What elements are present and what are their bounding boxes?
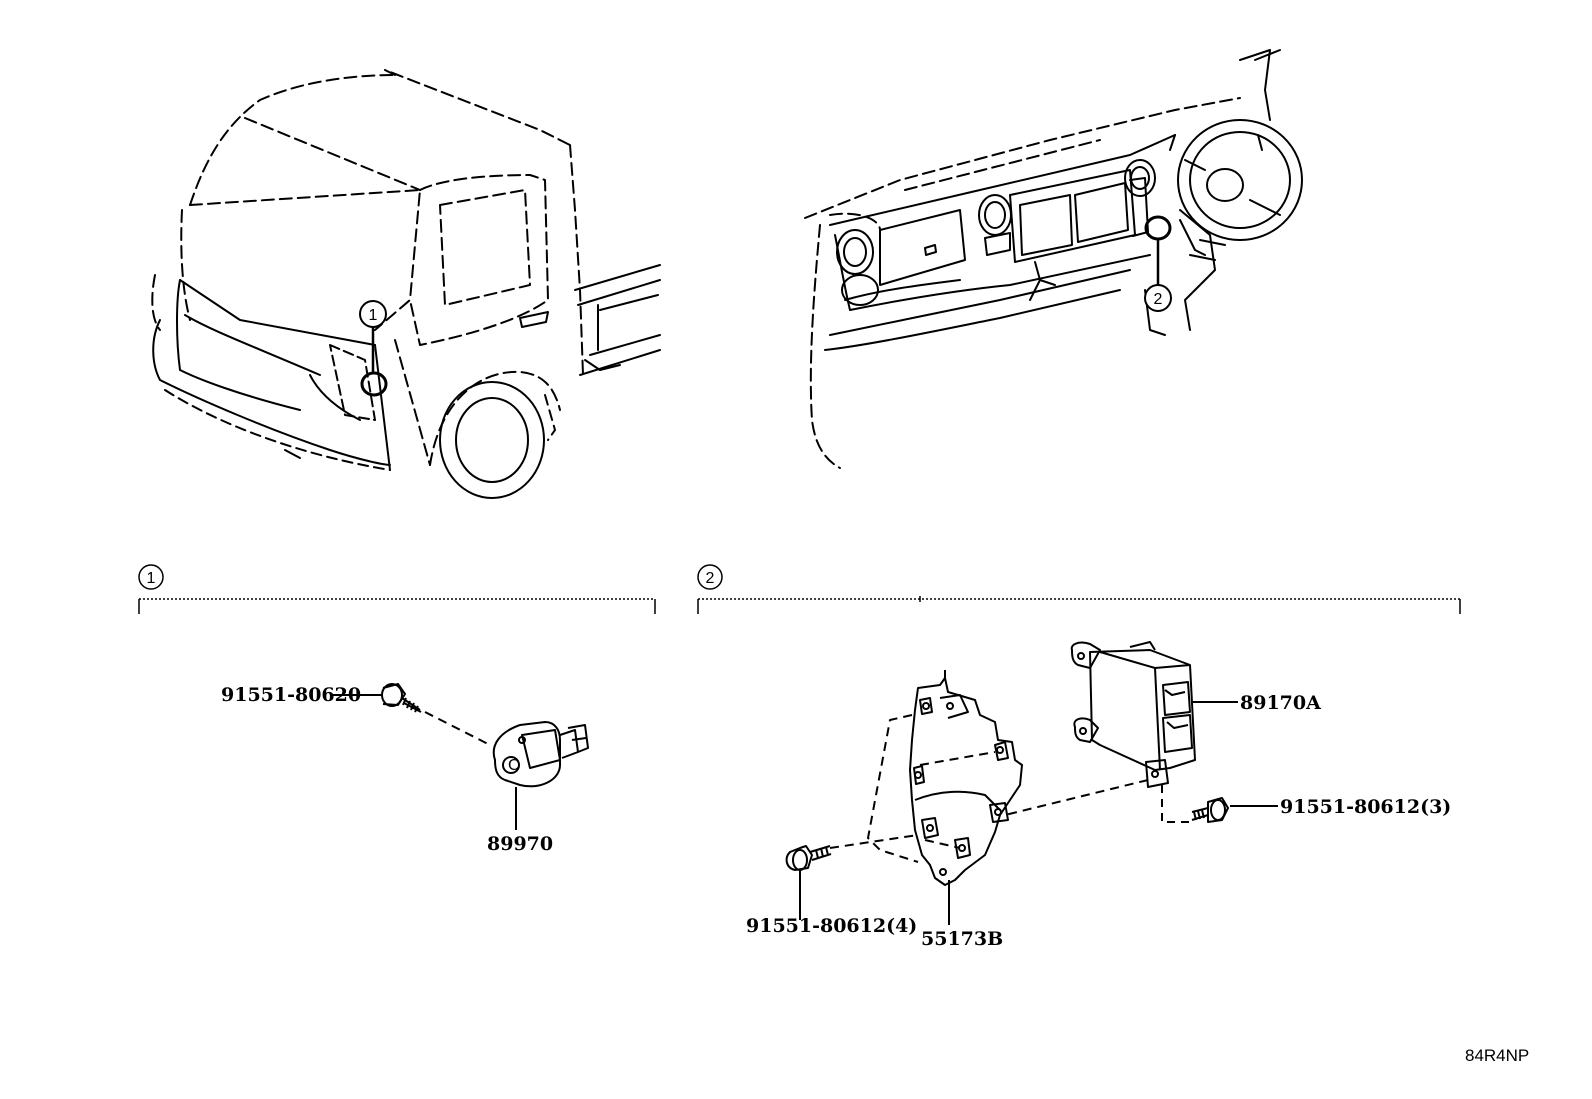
diagram-code: 84R4NP — [1465, 1046, 1529, 1065]
part-label-bolt-front: 91551-80620 — [221, 684, 361, 706]
sensor-mark-c: C — [508, 757, 520, 774]
ecu-bracket-drawing — [829, 670, 1023, 925]
part-label-bracket: 55173B — [921, 928, 1003, 950]
callout-2-circle — [1144, 284, 1172, 312]
callout-2-label: 2 — [1154, 291, 1163, 308]
section-2-circle — [697, 564, 723, 590]
part-label-bolt-bracket: 91551-80612(4) — [746, 915, 917, 937]
part-label-sensor: 89970 — [487, 833, 553, 855]
section-2-number: 2 — [706, 570, 715, 587]
airbag-ecu-drawing — [1004, 641, 1238, 823]
callout-1-circle — [359, 300, 387, 328]
part-label-ecu: 89170A — [1240, 692, 1321, 714]
front-airbag-sensor-drawing — [492, 721, 589, 830]
section-1-circle — [138, 564, 164, 590]
dashboard-illustration — [804, 49, 1303, 469]
section-1-number: 1 — [147, 570, 156, 587]
bolt-front-drawing — [333, 683, 491, 746]
bolt-bracket-drawing — [785, 845, 832, 920]
section-1-bracket — [138, 598, 656, 614]
bolt-ecu-drawing — [1191, 797, 1278, 823]
truck-illustration — [151, 69, 661, 499]
callout-1-label: 1 — [369, 307, 378, 324]
section-2-bracket — [697, 596, 1461, 614]
part-label-bolt-ecu: 91551-80612(3) — [1280, 796, 1451, 818]
